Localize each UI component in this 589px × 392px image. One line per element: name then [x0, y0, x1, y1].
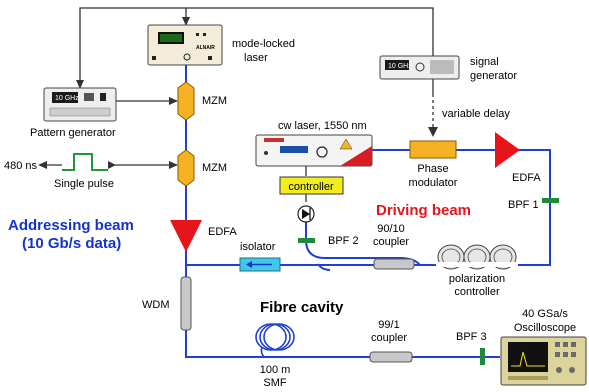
mode-locked-laser-label-1: mode-locked — [232, 38, 295, 50]
coupler-90-10-label-1: 90/10 — [377, 223, 405, 235]
pulse-duration-label: 480 ns — [4, 160, 38, 172]
bpf-3-label: BPF 3 — [456, 331, 487, 343]
mzm-2 — [177, 149, 195, 187]
isolator — [239, 257, 281, 272]
signal-generator: 10 GHz — [379, 55, 460, 80]
variable-delay-label: variable delay — [442, 108, 510, 120]
signal-generator-label-1: signal — [470, 56, 499, 68]
polarization-controller-label-2: controller — [454, 286, 500, 298]
photodiode-icon — [297, 205, 315, 223]
bpf-1-label: BPF 1 — [508, 199, 539, 211]
isolator-label: isolator — [240, 241, 276, 253]
mzm-2-label: MZM — [202, 162, 227, 174]
pattern-generator: 10 GHz — [43, 87, 117, 122]
mzm-1-label: MZM — [202, 95, 227, 107]
edfa-driving-label: EDFA — [512, 172, 541, 184]
controller-label: controller — [288, 181, 334, 193]
bpf-3 — [480, 348, 485, 365]
coupler-90-10 — [373, 258, 415, 270]
wiring-arrowheads — [38, 17, 438, 169]
wdm — [180, 276, 192, 331]
signal-generator-label-2: generator — [470, 70, 517, 82]
edfa-addressing-label: EDFA — [208, 226, 237, 238]
signal-generator-display: 10 GHz — [388, 63, 412, 70]
phase-modulator-label-1: Phase — [417, 163, 448, 175]
smf-spool-icon — [255, 323, 295, 358]
smf-label-2: SMF — [263, 377, 287, 389]
edfa-addressing — [170, 220, 202, 252]
smf-label-1: 100 m — [260, 364, 291, 376]
oscilloscope-label-1: 40 GSa/s — [522, 308, 568, 320]
mode-locked-laser: ALNAIR — [147, 24, 223, 66]
phase-modulator — [409, 140, 457, 159]
single-pulse-label: Single pulse — [54, 178, 114, 190]
controller-box — [279, 176, 344, 195]
addressing-beam-label-2: (10 Gb/s data) — [22, 235, 121, 252]
mzm-1 — [177, 81, 195, 121]
oscilloscope — [500, 336, 587, 386]
mode-locked-laser-label-2: laser — [244, 52, 268, 64]
wdm-label: WDM — [142, 299, 170, 311]
pattern-generator-display: 10 GHz — [55, 95, 79, 102]
edfa-driving — [495, 132, 520, 168]
oscilloscope-label-2: Oscilloscope — [514, 322, 576, 334]
fibre-cavity-label: Fibre cavity — [260, 299, 344, 316]
addressing-beam-label-1: Addressing beam — [8, 217, 134, 234]
bpf-1 — [542, 198, 559, 203]
coupler-99-1-label-2: coupler — [371, 332, 407, 344]
cw-laser — [255, 134, 373, 167]
bpf-2-label: BPF 2 — [328, 235, 359, 247]
laser-brand: ALNAIR — [196, 45, 215, 51]
driving-beam-label: Driving beam — [376, 202, 471, 219]
phase-modulator-label-2: modulator — [409, 177, 458, 189]
coupler-90-10-label-2: coupler — [373, 236, 409, 248]
cw-laser-label: cw laser, 1550 nm — [278, 120, 367, 132]
coupler-99-1-label-1: 99/1 — [378, 319, 399, 331]
polarization-controller — [436, 244, 518, 270]
bpf-2 — [298, 238, 315, 243]
polarization-controller-label-1: polarization — [449, 273, 505, 285]
pulse-waveform — [62, 153, 108, 171]
pattern-generator-label: Pattern generator — [30, 127, 116, 139]
coupler-99-1 — [369, 351, 413, 363]
